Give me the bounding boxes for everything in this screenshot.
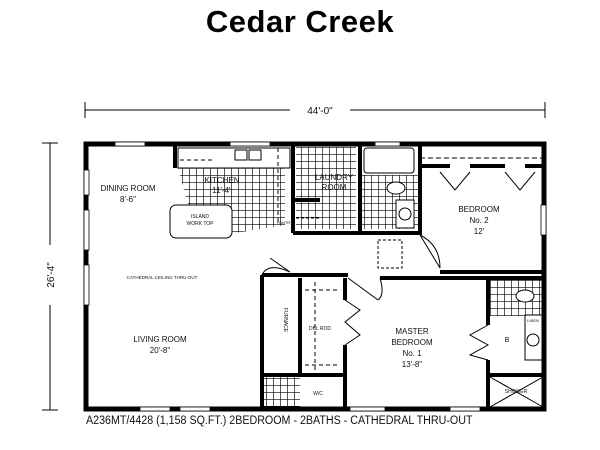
master-line2: BEDROOM xyxy=(391,338,433,347)
plan-title: Cedar Creek xyxy=(205,4,395,39)
windows xyxy=(83,141,547,412)
linen-label: LINEN xyxy=(527,318,539,323)
room-labels: DINING ROOM 8'-6" KITCHEN 11'-4" ISLAND … xyxy=(100,173,539,397)
bathtub xyxy=(363,147,415,174)
plan-caption: A236MT/4428 (1,158 SQ.FT.) 2BEDROOM - 2B… xyxy=(86,415,473,427)
laundry-name: LAUNDRY xyxy=(315,173,354,182)
master-bath-label: B xyxy=(505,337,510,344)
master-line3: No. 1 xyxy=(402,349,422,358)
doors xyxy=(261,171,536,361)
island-counter xyxy=(169,204,233,239)
master-size: 13'-8" xyxy=(402,360,423,369)
width-label: 44'-0" xyxy=(307,106,333,117)
living-room-name: LIVING ROOM xyxy=(133,335,187,344)
shower-label: SHOWER xyxy=(505,389,528,395)
dining-room-size: 8'-6" xyxy=(120,195,136,204)
cathedral-note: CATHEDRAL CEILING THRU-OUT xyxy=(127,275,198,280)
wc-label: W/C xyxy=(313,391,323,397)
kitchen-size: 11'-4" xyxy=(212,186,232,195)
island-label-2: WORK TOP xyxy=(186,221,214,227)
dining-room-name: DINING ROOM xyxy=(100,184,155,193)
master-name: MASTER xyxy=(395,327,429,336)
closet-label: DBL ROD xyxy=(309,326,331,332)
bedroom2-name: BEDROOM xyxy=(458,205,500,214)
island-label-1: ISLAND xyxy=(191,214,209,220)
bedroom2-size: 12' xyxy=(474,227,485,236)
water-heater xyxy=(377,239,403,269)
laundry-line2: ROOM xyxy=(322,183,347,192)
furnace-label: FURNACE xyxy=(282,308,288,333)
depth-label: 26'-4" xyxy=(46,262,57,288)
living-room-size: 20'-8" xyxy=(150,346,171,355)
pantry-label: PANTRY xyxy=(277,220,293,225)
bedroom2-line2: No. 2 xyxy=(469,216,489,225)
fixtures xyxy=(169,147,544,408)
kitchen-name: KITCHEN xyxy=(204,176,239,185)
interior-walls xyxy=(173,144,544,408)
